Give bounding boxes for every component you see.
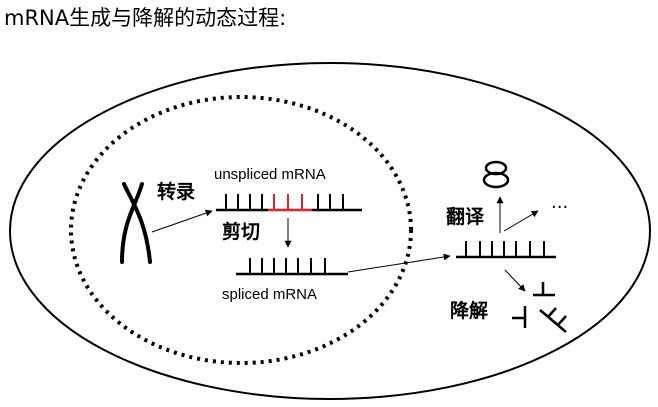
splicing-label: 剪切 xyxy=(222,220,260,243)
nucleus-membrane xyxy=(69,95,413,365)
degraded-fragments xyxy=(512,282,567,333)
spliced-mrna-strand xyxy=(236,258,348,276)
fragment-2 xyxy=(512,306,527,328)
ellipsis-label: ··· xyxy=(551,197,568,218)
unspliced-mrna-label: unspliced mRNA xyxy=(214,166,326,183)
fragment-3 xyxy=(539,307,567,333)
export-arrow xyxy=(347,253,451,273)
translation-arrow-diagonal xyxy=(503,210,539,232)
fragment-1 xyxy=(533,282,555,297)
degradation-label: 降解 xyxy=(450,299,488,322)
page-title: mRNA生成与降解的动态过程: xyxy=(4,6,286,30)
cell-membrane xyxy=(9,62,651,400)
spliced-mrna-label: spliced mRNA xyxy=(222,286,317,303)
unspliced-mrna-strand xyxy=(216,194,362,212)
translation-label: 翻译 xyxy=(446,205,485,228)
transcription-label: 转录 xyxy=(157,180,195,203)
transcription-arrow xyxy=(151,209,213,233)
protein-icon xyxy=(482,160,510,189)
cytoplasmic-mrna-strand xyxy=(456,241,556,259)
degradation-arrow xyxy=(504,269,526,292)
dna-icon xyxy=(120,182,152,264)
